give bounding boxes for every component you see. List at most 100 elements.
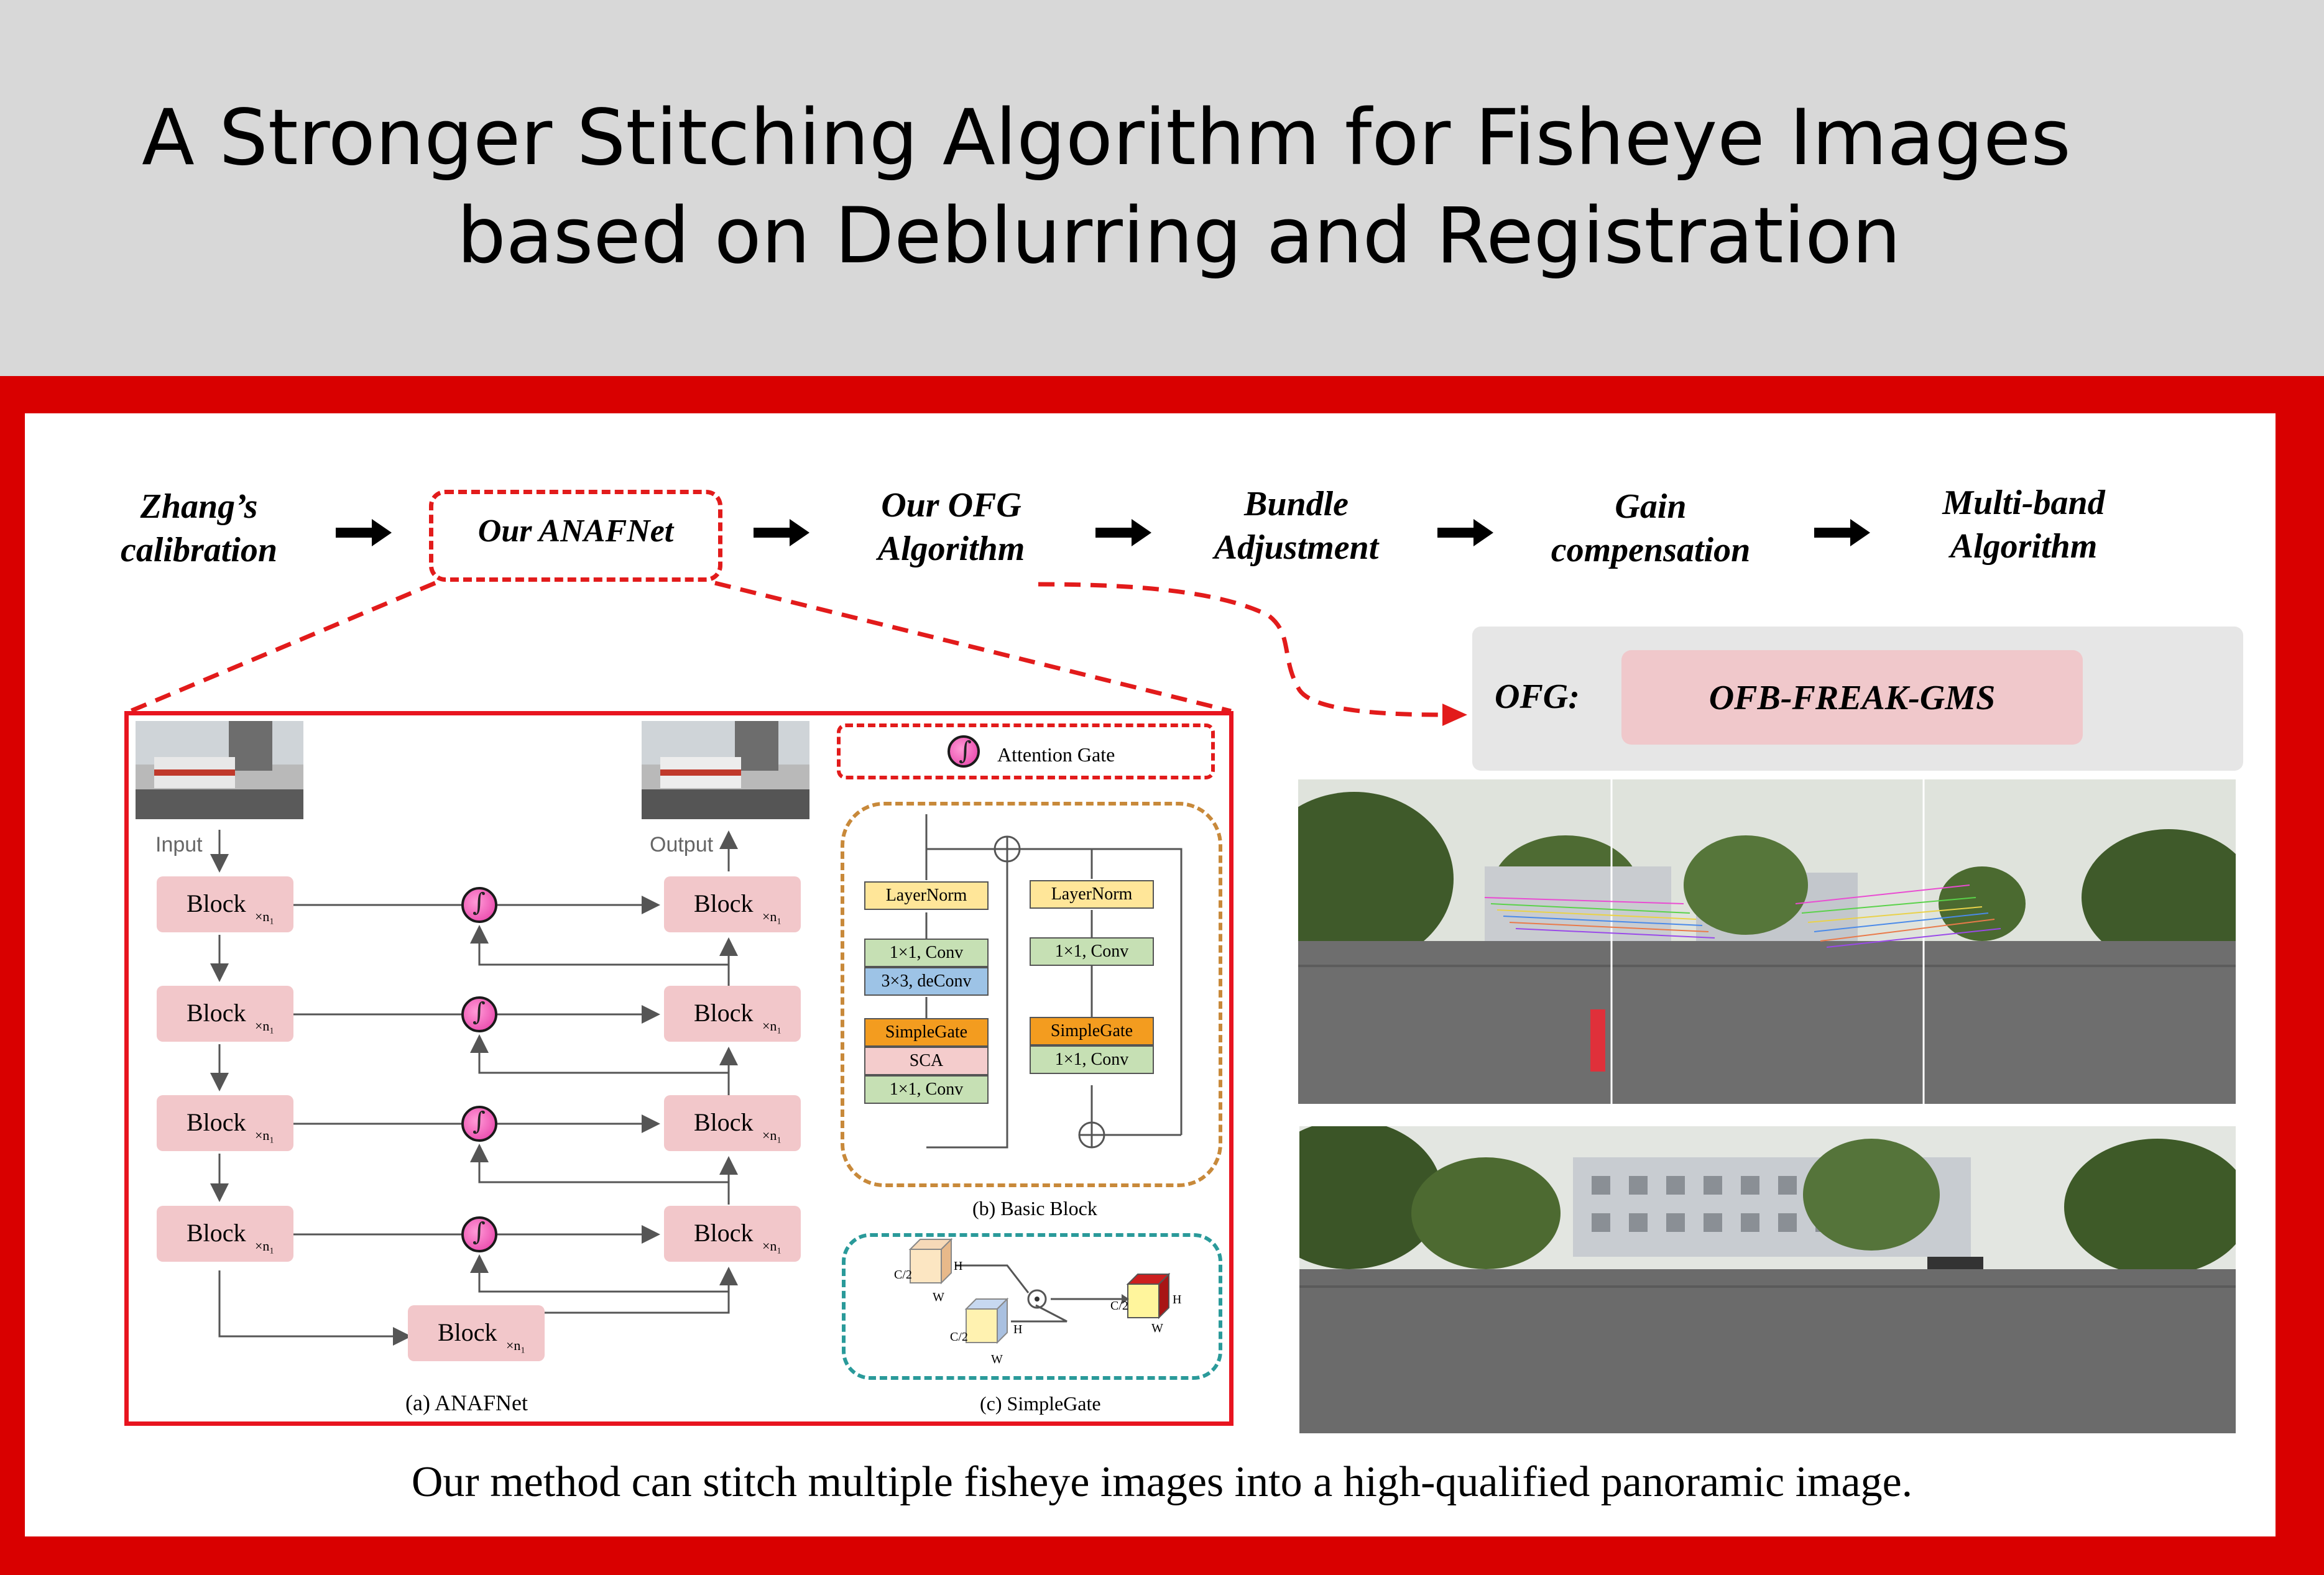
step-multi-band: Multi-band Algorithm: [1909, 481, 2139, 568]
step-label: Multi-band: [1942, 484, 2105, 522]
attention-gate-icon: [461, 1106, 497, 1142]
step-label: Zhang’s: [140, 487, 258, 526]
cube-icon: [1126, 1272, 1171, 1320]
conv1x1-module: 1×1, Conv: [1030, 1045, 1154, 1074]
step-label: Bundle: [1243, 485, 1349, 523]
block-label: Block: [187, 999, 246, 1027]
ofg-method-name: OFB-FREAK-GMS: [1708, 679, 1996, 717]
step-label: Gain: [1615, 487, 1687, 526]
step-label: Algorithm: [877, 530, 1025, 568]
arrow-right-icon: [1814, 519, 1870, 546]
input-label: Input: [155, 833, 203, 856]
encoder-block-2: Block ×n₁: [157, 986, 293, 1042]
block-label: Block: [187, 889, 246, 917]
basic-block-diagram: [841, 802, 1222, 1187]
encoder-block-1: Block ×n₁: [157, 876, 293, 932]
step-bundle-adjustment: Bundle Adjustment: [1181, 482, 1411, 569]
ofg-method-box: [1621, 650, 2083, 745]
block-label: Block: [187, 1108, 246, 1136]
block-label: Block: [694, 999, 754, 1027]
block-repeat: ×n₁: [255, 909, 275, 924]
block-label: Block: [694, 1108, 754, 1136]
anafnet-caption: (a) ANAFNet: [405, 1390, 528, 1415]
simplegate-diagram: [842, 1233, 1222, 1380]
decoder-block-4: Block ×n₁: [664, 1206, 801, 1262]
decoder-block-3: Block ×n₁: [664, 1095, 801, 1151]
block-repeat: ×n₁: [762, 1127, 782, 1143]
conv1x1-module: 1×1, Conv: [864, 939, 989, 967]
attention-gate-legend: [837, 723, 1215, 779]
dim-label: C/2: [950, 1330, 968, 1344]
encoder-block-3: Block ×n₁: [157, 1095, 293, 1151]
deconv3x3-module: 3×3, deConv: [864, 967, 989, 996]
dim-label: C/2: [894, 1268, 912, 1282]
conv1x1-module: 1×1, Conv: [864, 1075, 989, 1104]
step-label: calibration: [120, 531, 278, 569]
layernorm-module: LayerNorm: [1030, 880, 1154, 909]
block-repeat: ×n₁: [506, 1338, 526, 1353]
block-repeat: ×n₁: [762, 1238, 782, 1254]
sca-module: SCA: [864, 1047, 989, 1075]
step-zhang-calibration: Zhang’s calibration: [112, 485, 286, 572]
block-label: Block: [694, 889, 754, 917]
page-title-line-1: A Stronger Stitching Algorithm for Fishe…: [142, 93, 2071, 183]
panorama-image: [1299, 1126, 2236, 1433]
arrow-right-icon: [754, 519, 809, 546]
dim-label: H: [1173, 1293, 1182, 1306]
output-image: [642, 721, 809, 819]
bottleneck-block: Block ×n₁: [408, 1305, 545, 1361]
dim-label: W: [1151, 1321, 1163, 1335]
arrow-right-icon: [1437, 519, 1493, 546]
arrow-right-icon: [336, 519, 392, 546]
block-label: Block: [438, 1318, 497, 1346]
attention-gate-icon: [948, 735, 980, 768]
dim-label: H: [954, 1259, 963, 1273]
attention-gate-label: Attention Gate: [997, 743, 1115, 766]
basic-block-caption: (b) Basic Block: [972, 1197, 1097, 1219]
arrow-right-icon: [1095, 519, 1151, 546]
simplegate-module: SimpleGate: [1030, 1017, 1154, 1045]
block-repeat: ×n₁: [762, 1018, 782, 1034]
encoder-block-4: Block ×n₁: [157, 1206, 293, 1262]
block-repeat: ×n₁: [255, 1238, 275, 1254]
title-banner: A Stronger Stitching Algorithm for Fishe…: [0, 0, 2324, 376]
dim-label: W: [933, 1290, 944, 1304]
dim-label: H: [1013, 1323, 1023, 1336]
layernorm-module: LayerNorm: [864, 881, 989, 910]
step-ofg: Our OFG Algorithm: [852, 484, 1051, 571]
step-anafnet: Our ANAFNet: [477, 513, 674, 549]
step-label: compensation: [1551, 531, 1751, 569]
block-repeat: ×n₁: [762, 909, 782, 924]
cube-icon: [964, 1297, 1009, 1344]
decoder-block-1: Block ×n₁: [664, 876, 801, 932]
simplegate-module: SimpleGate: [864, 1018, 989, 1047]
dim-label: C/2: [1110, 1299, 1128, 1313]
output-label: Output: [650, 833, 714, 856]
simplegate-caption: (c) SimpleGate: [980, 1392, 1101, 1415]
input-image: [136, 721, 303, 819]
block-repeat: ×n₁: [255, 1018, 275, 1034]
cube-icon: [908, 1238, 953, 1285]
ofg-label: OFG:: [1495, 677, 1580, 716]
step-label: Our OFG: [881, 486, 1021, 525]
step-gain-compensation: Gain compensation: [1517, 485, 1784, 572]
arrowhead-icon: [1442, 704, 1467, 726]
step-label: Adjustment: [1214, 528, 1379, 567]
block-label: Block: [187, 1219, 246, 1247]
dim-label: W: [991, 1352, 1003, 1366]
attention-gate-icon: [461, 996, 497, 1032]
decoder-block-2: Block ×n₁: [664, 986, 801, 1042]
attention-gate-icon: [461, 887, 497, 923]
conv1x1-module: 1×1, Conv: [1030, 937, 1154, 966]
block-label: Block: [694, 1219, 754, 1247]
panorama-caption: Our method can stitch multiple fisheye i…: [411, 1458, 1913, 1506]
anafnet-step-box: [429, 490, 722, 582]
block-repeat: ×n₁: [255, 1127, 275, 1143]
step-label: Algorithm: [1950, 527, 2098, 566]
feature-matching-image: [1298, 779, 2236, 1104]
attention-gate-icon: [461, 1216, 497, 1252]
